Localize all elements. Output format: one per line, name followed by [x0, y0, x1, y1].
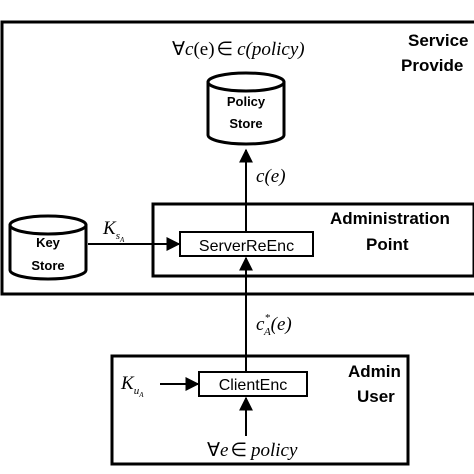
service-provider-label-line2: Provide [401, 56, 463, 75]
key-store-cylinder [8, 214, 88, 281]
admin-user-label-line2: User [357, 387, 395, 406]
client-enc-label: ClientEnc [219, 377, 287, 394]
kua-label: KuA [120, 373, 144, 399]
administration-point-box [151, 202, 474, 278]
ksa-label: KsA [102, 218, 125, 244]
bottom-formula: ∀e∈policy [207, 440, 298, 461]
key-store-label-line1: Key [36, 235, 61, 250]
policy-formula: ∀c(e)∈c(policy) [172, 39, 305, 60]
administration-point-label-line2: Point [366, 235, 409, 254]
admin-user-box [110, 354, 410, 466]
ce-label: c(e) [256, 166, 286, 187]
ca-label: c*A(e) [256, 312, 292, 338]
service-provider-box [0, 20, 474, 296]
policy-store-label-line1: Policy [227, 94, 266, 109]
server-reenc-label: ServerReEnc [199, 238, 294, 255]
admin-user-label-line1: Admin [348, 362, 401, 381]
administration-point-label-line1: Administration [330, 209, 450, 228]
service-provider-label-line1: Service [408, 31, 469, 50]
key-store-label-line2: Store [31, 258, 64, 273]
policy-store-cylinder [206, 71, 286, 146]
server-reenc-box [179, 231, 314, 257]
policy-store-label-line2: Store [229, 116, 262, 131]
